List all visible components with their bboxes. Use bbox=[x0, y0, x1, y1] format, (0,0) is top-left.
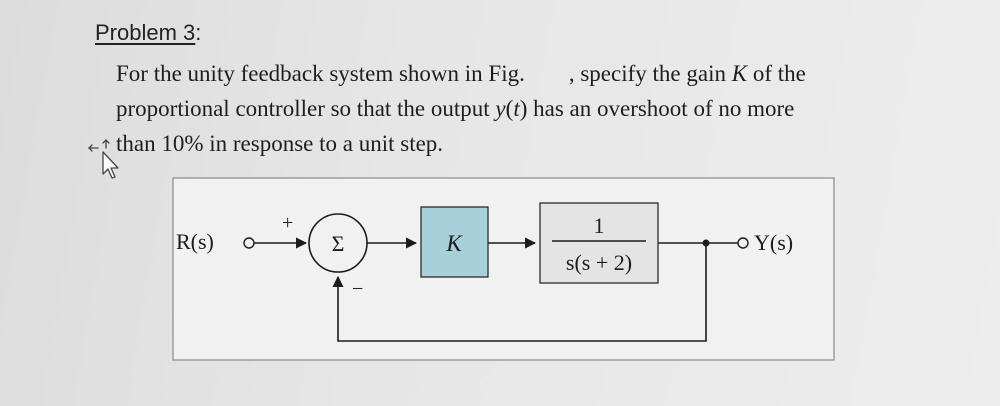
problem-heading: Problem 3: bbox=[95, 20, 201, 46]
plus-sign: + bbox=[282, 212, 293, 234]
input-node bbox=[243, 237, 255, 249]
controller-gain: K bbox=[445, 231, 463, 256]
problem-heading-label: Problem 3 bbox=[95, 20, 196, 45]
input-label: R(s) bbox=[176, 229, 214, 254]
minus-sign: − bbox=[352, 278, 363, 300]
plant-block bbox=[539, 202, 659, 284]
diagram-frame bbox=[172, 177, 835, 361]
block-diagram: R(s) + Σ K 1 s(s + 2) Y(s) − bbox=[172, 177, 835, 361]
output-label: Y(s) bbox=[754, 230, 793, 255]
feedback-path bbox=[332, 243, 707, 342]
gain-symbol: K bbox=[731, 61, 748, 86]
plant-denominator: s(s + 2) bbox=[566, 250, 632, 275]
problem-text-line-2: proportional controller so that the outp… bbox=[116, 96, 795, 121]
line2-part-b: has an overshoot of no more bbox=[527, 96, 795, 121]
line2-part-a: proportional controller so that the outp… bbox=[116, 96, 496, 121]
move-cursor-icon bbox=[84, 134, 128, 180]
controller-block bbox=[420, 206, 489, 278]
plant-numerator: 1 bbox=[594, 213, 605, 238]
line1-part-c: of the bbox=[747, 61, 806, 86]
problem-heading-colon: : bbox=[195, 20, 202, 45]
output-node bbox=[737, 237, 749, 249]
line1-part-a: For the unity feedback system shown in F… bbox=[116, 61, 525, 86]
problem-text-line-1: For the unity feedback system shown in F… bbox=[116, 62, 806, 85]
sigma-symbol: Σ bbox=[332, 231, 345, 256]
output-symbol: y bbox=[495, 96, 506, 121]
time-symbol: t bbox=[513, 96, 520, 121]
problem-text-line-3: than 10% in response to a unit step. bbox=[116, 131, 444, 156]
line1-part-b: , specify the gain bbox=[568, 61, 732, 86]
